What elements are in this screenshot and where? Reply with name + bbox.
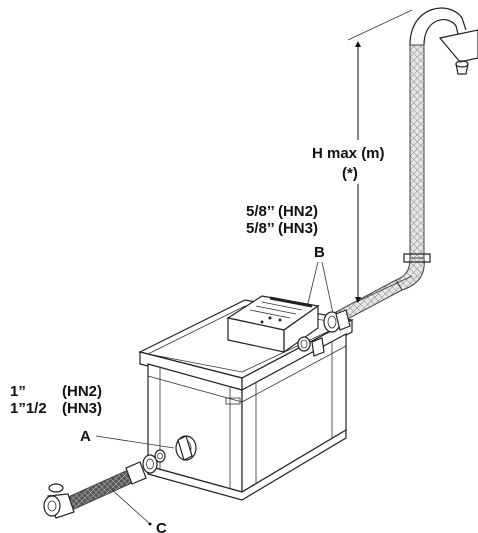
vertical-discharge-hose xyxy=(335,44,431,323)
control-box xyxy=(226,295,320,354)
a-size-hn2-prefix: 1” xyxy=(10,383,26,400)
inlet-a-labels: 1” (HN2) 1”1/2 (HN3) A xyxy=(10,383,175,449)
hose-c-label: C xyxy=(109,487,167,533)
a-callout: A xyxy=(80,428,91,445)
b-callout: B xyxy=(314,244,325,261)
b-size-hn2: 5/8’’ (HN2) xyxy=(246,203,318,220)
outlet-b-labels: 5/8’’ (HN2) 5/8’’ (HN3) B xyxy=(246,203,335,337)
b-size-hn3: 5/8’’ (HN3) xyxy=(246,220,318,237)
height-note: (*) xyxy=(342,165,358,182)
height-dimension: H max (m) (*) xyxy=(308,9,413,303)
height-label: H max (m) xyxy=(312,145,385,162)
sink-trap xyxy=(409,7,478,75)
inlet-hose xyxy=(43,454,158,519)
a-size-hn3-prefix: 1”1/2 xyxy=(10,400,47,417)
inlet-a-fitting xyxy=(154,435,197,463)
c-callout: C xyxy=(156,520,167,533)
a-size-hn3-suffix: (HN3) xyxy=(62,400,102,417)
a-size-hn2-suffix: (HN2) xyxy=(62,383,102,400)
outlet-b-fittings xyxy=(297,309,351,357)
